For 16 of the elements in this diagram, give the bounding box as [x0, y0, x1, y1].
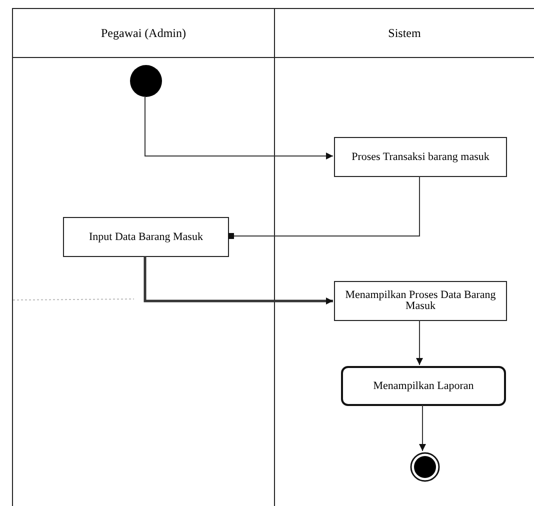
activity-label: Menampilkan Laporan: [373, 380, 474, 392]
activity-label: Input Data Barang Masuk: [89, 232, 203, 242]
swimlane: [12, 8, 274, 506]
arrow: [416, 320, 423, 366]
swimlane: [274, 8, 534, 506]
activity-label: Menampilkan Proses Data Barang Masuk: [344, 290, 497, 312]
activity-label: Proses Transaksi barang masuk: [352, 152, 490, 162]
arrow: [144, 256, 333, 304]
arrow: [419, 404, 426, 452]
arrow: [144, 96, 334, 160]
activity-box: [63, 217, 229, 257]
activity-box: [334, 281, 507, 321]
activity-rounded-box: [341, 366, 506, 406]
lane-title: Pegawai (Admin): [101, 26, 186, 40]
activity-box: [334, 137, 507, 177]
lane-title: Sistem: [388, 26, 421, 40]
